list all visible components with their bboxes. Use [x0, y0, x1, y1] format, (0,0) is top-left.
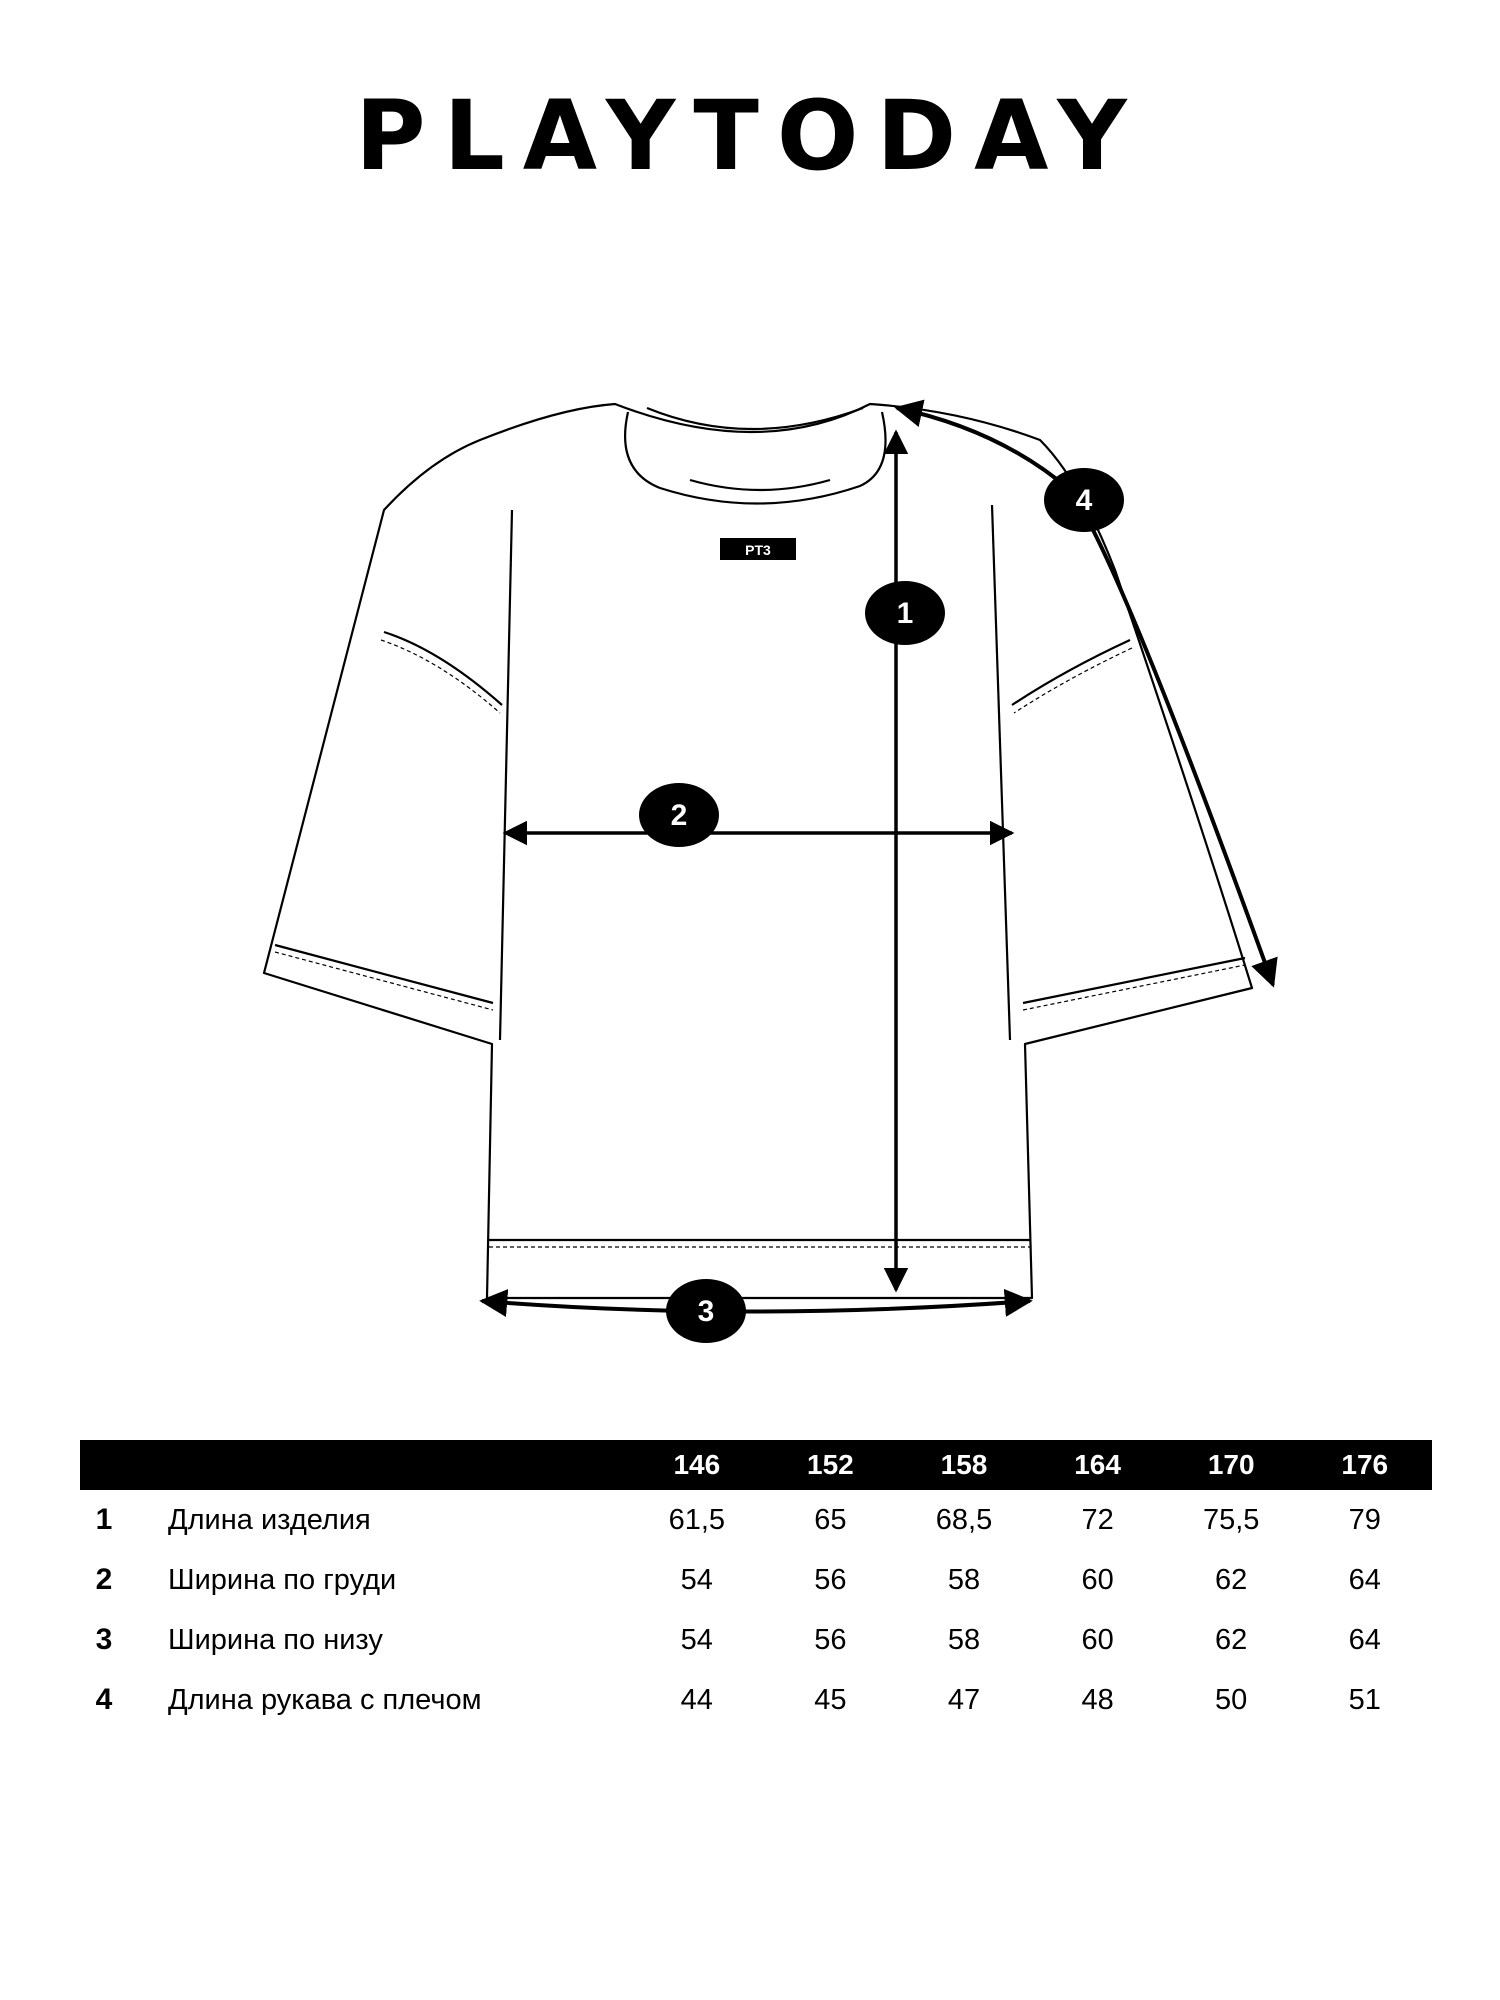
row-value: 51 [1348, 1683, 1381, 1716]
badge-2: 2 [639, 783, 719, 847]
row-label: Длина изделия [168, 1503, 371, 1536]
badge-1: 1 [865, 581, 945, 645]
row-value: 58 [947, 1563, 981, 1596]
row-value: 62 [1215, 1623, 1248, 1656]
size-col: 158 [940, 1449, 988, 1480]
row-value: 54 [680, 1563, 713, 1596]
row-number: 3 [95, 1623, 113, 1656]
row-value: 45 [814, 1683, 847, 1716]
brand-logo: PLAYTODAY [355, 80, 1145, 192]
table-row: 3 Ширина по низу 54 56 58 60 62 64 [80, 1610, 1432, 1670]
size-col: 176 [1341, 1449, 1389, 1480]
row-value: 60 [1081, 1563, 1114, 1596]
svg-text:2: 2 [671, 799, 688, 832]
size-col: 146 [673, 1449, 721, 1480]
row-value: 56 [814, 1563, 847, 1596]
row-number: 4 [95, 1683, 113, 1716]
row-number: 1 [95, 1503, 113, 1536]
size-table-header: 146 152 158 164 170 176 [80, 1440, 1432, 1490]
row-value: 54 [680, 1623, 713, 1656]
row-value: 50 [1215, 1683, 1248, 1716]
row-label: Ширина по груди [168, 1563, 397, 1596]
row-value: 64 [1348, 1563, 1381, 1596]
brand-label [720, 538, 796, 560]
brand-label-text: PT3 [745, 542, 771, 558]
arrow-hem-width [479, 1288, 1033, 1317]
row-value: 64 [1348, 1623, 1381, 1656]
row-value: 61,5 [668, 1503, 726, 1536]
tshirt-diagram: PT3 1 2 3 4 [262, 399, 1278, 1343]
row-label: Длина рукава с плечом [168, 1683, 482, 1716]
row-label: Ширина по низу [168, 1623, 383, 1656]
row-value: 48 [1081, 1683, 1114, 1716]
size-col: 164 [1074, 1449, 1121, 1480]
svg-text:1: 1 [897, 597, 914, 630]
row-value: 68,5 [935, 1503, 993, 1536]
row-value: 47 [947, 1683, 981, 1716]
badge-3: 3 [666, 1279, 746, 1343]
table-row: 4 Длина рукава с плечом 44 45 47 48 50 5… [80, 1670, 1432, 1730]
row-value: 58 [947, 1623, 981, 1656]
row-number: 2 [95, 1563, 113, 1596]
svg-text:4: 4 [1076, 484, 1093, 517]
row-value: 44 [680, 1683, 713, 1716]
row-value: 72 [1081, 1503, 1114, 1536]
size-col: 170 [1207, 1449, 1255, 1480]
svg-text:3: 3 [698, 1295, 715, 1328]
row-value: 75,5 [1202, 1503, 1260, 1536]
row-value: 56 [814, 1623, 847, 1656]
row-value: 62 [1215, 1563, 1248, 1596]
badge-4: 4 [1044, 468, 1124, 532]
size-col: 152 [807, 1449, 854, 1480]
table-row: 1 Длина изделия 61,5 65 68,5 72 75,5 79 [80, 1490, 1432, 1550]
size-table: 146 152 158 164 170 176 1 Длина изделия … [80, 1440, 1432, 1730]
row-value: 65 [814, 1503, 847, 1536]
row-value: 60 [1081, 1623, 1114, 1656]
row-value: 79 [1348, 1503, 1381, 1536]
table-row: 2 Ширина по груди 54 56 58 60 62 64 [80, 1550, 1432, 1610]
